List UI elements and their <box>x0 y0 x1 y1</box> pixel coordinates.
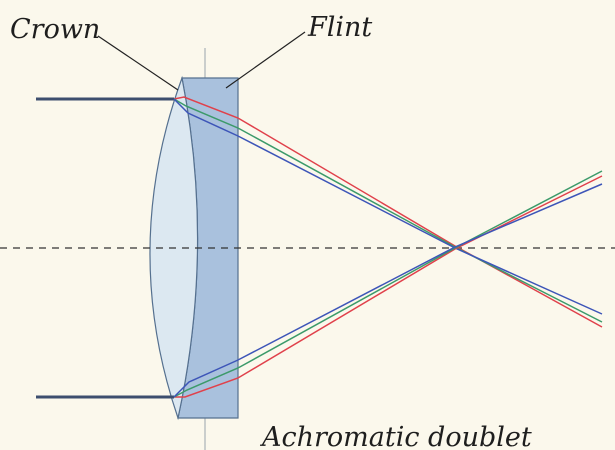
diagram-caption: Achromatic doublet <box>259 422 532 450</box>
flint-label: Flint <box>307 12 372 43</box>
ray-bottom-green <box>173 170 603 398</box>
ray-bottom-red <box>174 175 603 398</box>
flint-leader-line <box>225 31 306 89</box>
ray-top-green <box>173 98 603 323</box>
ray-top-red <box>173 96 603 328</box>
ray-top-blue <box>173 98 603 315</box>
crown-leader-line <box>97 35 179 91</box>
ray-bottom-blue <box>173 183 603 398</box>
crown-label: Crown <box>10 14 100 45</box>
